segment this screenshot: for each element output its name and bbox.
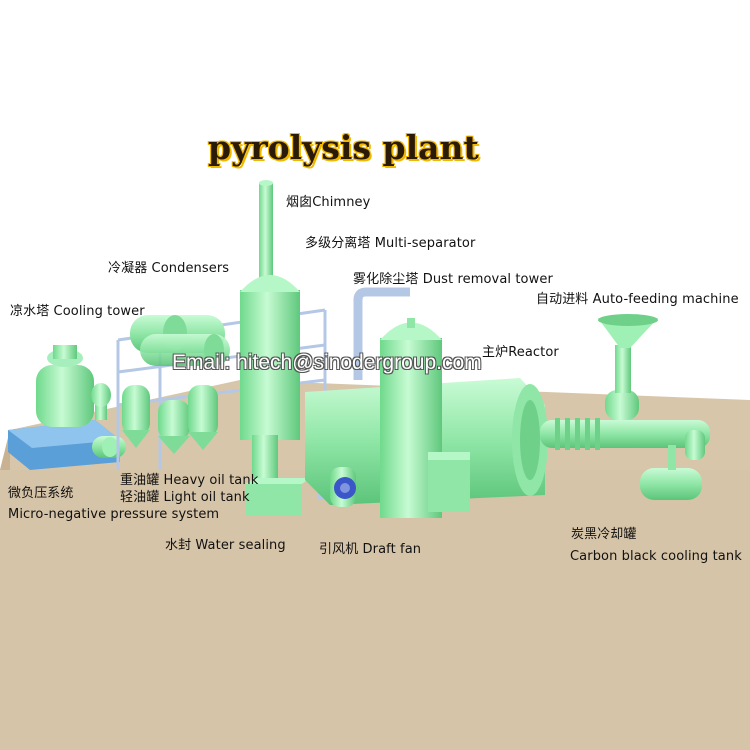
label-dust-removal-tower: 雾化除尘塔 Dust removal tower (353, 272, 553, 287)
label-carbon-black-en: Carbon black cooling tank (570, 549, 742, 564)
dust-removal-tower (380, 318, 470, 518)
label-multi-separator: 多级分离塔 Multi-separator (305, 236, 476, 251)
carbon-black-cooling-tank (640, 445, 702, 500)
label-micro-negative-cn: 微负压系统 (8, 486, 74, 501)
floor (0, 380, 750, 750)
label-heavy-oil-tank: 重油罐 Heavy oil tank (120, 473, 259, 488)
micro-negative-pressure-unit (91, 383, 126, 458)
label-condensers: 冷凝器 Condensers (108, 261, 230, 276)
diagram-title: pyrolysis plant (208, 128, 479, 167)
oil-tanks (122, 385, 218, 454)
multi-separator (240, 275, 310, 516)
label-micro-negative-en: Micro-negative pressure system (8, 507, 220, 522)
label-reactor: 主炉Reactor (482, 345, 559, 360)
condensers (130, 315, 230, 366)
label-draft-fan: 引风机 Draft fan (319, 542, 422, 557)
draft-fan (330, 467, 356, 507)
label-cooling-tower: 凉水塔 Cooling tower (10, 304, 145, 319)
label-chimney: 烟囱Chimney (286, 195, 371, 210)
feeding-screw (540, 314, 710, 460)
label-carbon-black-cn: 炭黑冷却罐 (571, 527, 637, 542)
label-light-oil-tank: 轻油罐 Light oil tank (120, 490, 250, 505)
label-water-sealing: 水封 Water sealing (165, 538, 286, 553)
label-auto-feeding-machine: 自动进料 Auto-feeding machine (536, 292, 739, 307)
email-watermark: Email: hitech@sinodergroup.com (172, 351, 482, 374)
cooling-tower (8, 345, 120, 470)
